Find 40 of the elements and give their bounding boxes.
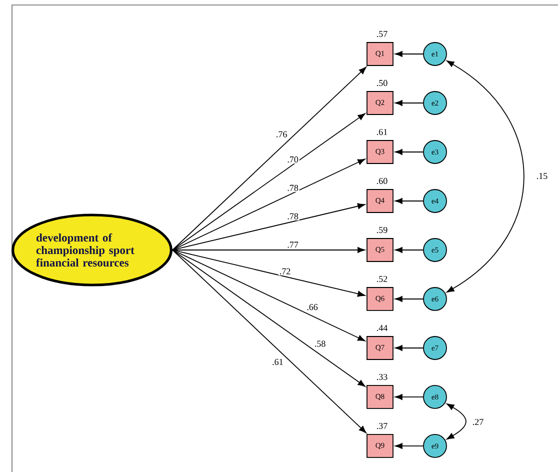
arrow <box>172 250 366 297</box>
covariance-arrow <box>446 60 524 292</box>
edge-label: .78 <box>286 184 300 192</box>
arrow <box>172 66 366 250</box>
edge-label: .72 <box>278 267 292 276</box>
variance-label: .33 <box>376 374 388 380</box>
arrow <box>394 198 424 204</box>
edge-label: .27 <box>471 418 485 426</box>
variance-label: .37 <box>376 422 388 430</box>
arrow <box>172 250 366 434</box>
arrow <box>394 443 424 449</box>
edge-label: .58 <box>313 340 327 348</box>
arrow <box>394 149 424 155</box>
arrow <box>394 247 424 253</box>
arrow <box>172 247 366 253</box>
arrow <box>172 158 366 250</box>
variance-label: .50 <box>376 80 388 86</box>
edge-label: .76 <box>274 130 288 138</box>
arrow <box>172 250 366 342</box>
edge-label: .70 <box>286 155 300 164</box>
variance-label: .59 <box>376 226 388 234</box>
covariance-arrow <box>446 403 466 440</box>
arrow <box>172 113 366 250</box>
edge-label: .61 <box>271 358 284 366</box>
arrow <box>394 51 424 57</box>
arrow <box>172 250 366 387</box>
variance-label: .57 <box>376 30 388 37</box>
edge-label: .78 <box>286 212 300 220</box>
variance-label: .61 <box>376 128 388 136</box>
edge-label: .77 <box>286 240 300 249</box>
arrow <box>394 345 424 351</box>
arrow <box>394 100 424 106</box>
variance-label: .44 <box>376 324 388 331</box>
arrow <box>172 203 366 250</box>
edge-label: .66 <box>306 303 319 312</box>
edge-label: .15 <box>535 172 549 180</box>
arrow <box>394 394 424 400</box>
arrow <box>394 296 424 302</box>
variance-label: .52 <box>376 276 388 282</box>
variance-label: .60 <box>376 178 388 184</box>
